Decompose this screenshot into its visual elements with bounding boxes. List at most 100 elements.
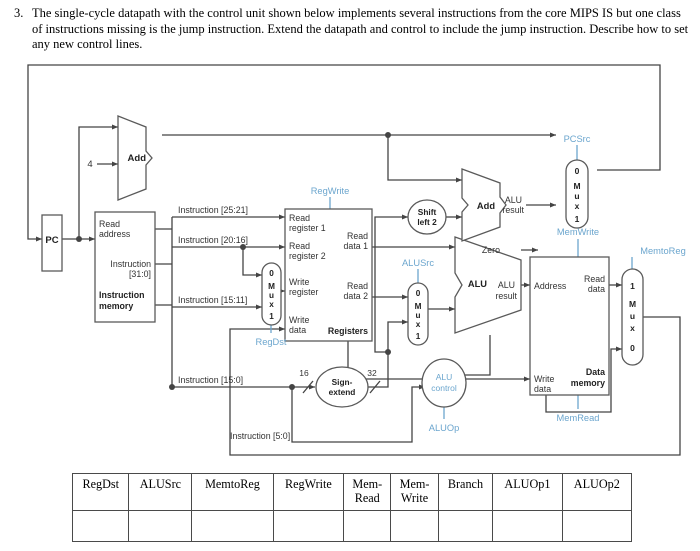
- pc-register: [41, 214, 63, 272]
- pc-increment-adder: [117, 115, 153, 201]
- control-label-aluop: ALUOp: [429, 423, 460, 433]
- sign-extend-line1: Sign-: [332, 377, 353, 387]
- table-cell-r0-c2[interactable]: [191, 510, 274, 542]
- table-header-cell-2: MemtoReg: [191, 473, 274, 511]
- table-body: [71, 510, 633, 542]
- regdst-mux-input-1: 1: [269, 312, 274, 321]
- alusrc-mux-input-1: 1: [416, 332, 421, 341]
- control-label-pcsrc: PCSrc: [564, 134, 591, 144]
- memtoreg-mux-letter-u: u: [630, 311, 635, 321]
- add-unit-label: Add: [128, 153, 147, 164]
- table-header-cell-4: Mem-Read: [343, 473, 392, 511]
- imem-read-address-line2: address: [99, 229, 131, 239]
- bus-width-32-label: 32: [367, 368, 377, 378]
- regdst-mux: [261, 262, 282, 326]
- table-cell-r0-c4[interactable]: [343, 510, 392, 542]
- datapath-svg: PC Add 4 Read address Instruction [31:0]…: [27, 64, 686, 456]
- header-line-1: ALUOp2: [573, 477, 620, 491]
- alusrc-mux-letter-m: M: [415, 302, 422, 311]
- control-label-regwrite: RegWrite: [311, 186, 350, 196]
- dmem-read-data-line1: Read: [584, 274, 605, 284]
- header-line-1: Branch: [447, 477, 484, 491]
- pcsrc-mux: [565, 159, 589, 229]
- regfile-read-data-1-line1: Read: [347, 231, 368, 241]
- regfile-read-register-2-line1: Read: [289, 241, 310, 251]
- table-cell-r0-c0[interactable]: [71, 510, 130, 542]
- constant-four-label: 4: [87, 159, 92, 170]
- table-header-cell-6: Branch: [437, 473, 494, 511]
- bus-label-instr-25-21: Instruction [25:21]: [178, 205, 248, 215]
- alu-name-label: ALU: [468, 279, 487, 289]
- table-header-cell-0: RegDst: [71, 473, 130, 511]
- control-label-alusrc: ALUSrc: [402, 258, 434, 268]
- header-line-1: RegDst: [82, 477, 119, 491]
- alusrc-mux: [407, 282, 429, 346]
- alu-zero-label: Zero: [482, 245, 500, 255]
- shift-left-2-line2: left 2: [417, 217, 437, 227]
- memtoreg-mux-input-0: 0: [630, 343, 635, 353]
- branch-adder-name: Add: [477, 201, 495, 211]
- datapath-diagram: PC Add 4 Read address Instruction [31:0]…: [0, 57, 700, 465]
- imem-name-line1: Instruction: [99, 290, 144, 300]
- memtoreg-mux-input-1: 1: [630, 281, 635, 291]
- imem-read-address-line1: Read: [99, 219, 120, 229]
- shift-left-2-block: [407, 199, 447, 235]
- pcsrc-mux-letter-x: x: [575, 201, 580, 211]
- imem-instruction-out-line2: [31:0]: [129, 269, 151, 279]
- table-row: [71, 510, 633, 542]
- pcsrc-mux-letter-m: M: [573, 181, 580, 191]
- header-line-2: Write: [400, 491, 429, 505]
- header-line-1: MemtoReg: [205, 477, 260, 491]
- dmem-read-data-line2: data: [588, 284, 605, 294]
- alusrc-mux-input-0: 0: [416, 289, 421, 298]
- regdst-mux-letter-m: M: [268, 282, 275, 291]
- header-line-2: Read: [354, 491, 380, 505]
- shift-left-2-line1: Shift: [418, 207, 437, 217]
- dmem-write-data-line1: Write: [534, 374, 554, 384]
- table-header-cell-5: Mem-Write: [390, 473, 439, 511]
- alu-control-line2: control: [431, 383, 457, 393]
- regfile-read-data-2-line2: data 2: [344, 291, 369, 301]
- dmem-write-data-line2: data: [534, 384, 551, 394]
- regfile-read-data-1-line2: data 1: [344, 241, 369, 251]
- regfile-read-data-2-line1: Read: [347, 281, 368, 291]
- alu-result-line1: ALU: [498, 280, 515, 290]
- bus-width-16-label: 16: [299, 368, 309, 378]
- branch-adder-result-line2: result: [502, 205, 524, 215]
- control-label-memread: MemRead: [557, 413, 600, 423]
- table-cell-r0-c1[interactable]: [128, 510, 193, 542]
- instruction-memory-block: [94, 211, 156, 323]
- header-line-1: ALUSrc: [139, 477, 182, 491]
- header-line-1: ALUOp1: [504, 477, 551, 491]
- question-number: 3.: [14, 6, 24, 20]
- control-label-regdst: RegDst: [255, 337, 286, 347]
- table-cell-r0-c3[interactable]: [272, 510, 345, 542]
- memtoreg-mux: [621, 268, 644, 366]
- imem-instruction-out-line1: Instruction: [110, 259, 151, 269]
- sign-extend-line2: extend: [329, 387, 356, 397]
- pc-label: PC: [45, 235, 58, 246]
- alu-result-line2: result: [495, 291, 517, 301]
- alu-control-line1: ALU: [436, 372, 453, 382]
- header-line-1: Mem-: [399, 477, 430, 491]
- table-cell-r0-c8[interactable]: [561, 510, 633, 542]
- regdst-mux-letter-x: x: [269, 300, 274, 309]
- table-cell-r0-c6[interactable]: [437, 510, 494, 542]
- memtoreg-mux-letter-x: x: [630, 323, 635, 333]
- dmem-name-line1: Data: [586, 367, 605, 377]
- pcsrc-mux-input-0: 0: [575, 166, 580, 176]
- table-header-cell-8: ALUOp2: [561, 473, 633, 511]
- table-header-cell-3: RegWrite: [272, 473, 345, 511]
- regfile-name: Registers: [328, 326, 368, 336]
- bus-label-instr-15-11: Instruction [15:11]: [178, 295, 247, 305]
- table-cell-r0-c5[interactable]: [390, 510, 439, 542]
- table-cell-r0-c7[interactable]: [492, 510, 563, 542]
- data-memory-block: [529, 256, 610, 396]
- regfile-write-data-line2: data: [289, 325, 306, 335]
- alusrc-mux-letter-x: x: [416, 320, 421, 329]
- regfile-write-register-line2: register: [289, 287, 318, 297]
- branch-adder-result-line1: ALU: [505, 195, 522, 205]
